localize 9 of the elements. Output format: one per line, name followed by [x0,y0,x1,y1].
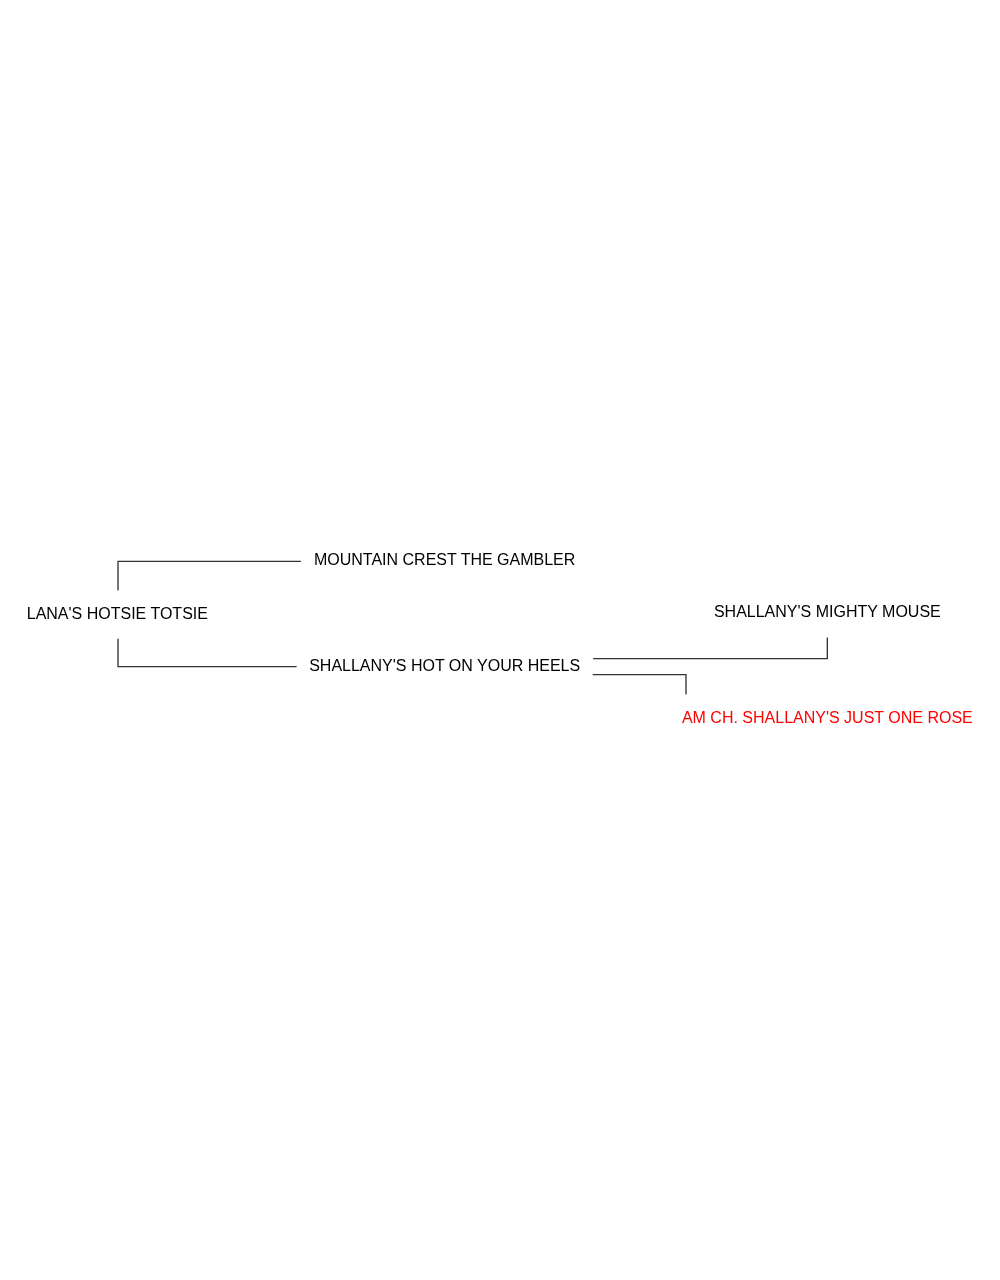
node-text: SHALLANY'S MIGHTY MOUSE [713,603,941,621]
node-text: MOUNTAIN CREST THE GAMBLER [313,551,576,569]
connector [592,636,828,660]
node-text: LANA'S HOTSIE TOTSIE [26,604,208,622]
node-text: AM CH. SHALLANY'S JUST ONE ROSE [681,708,973,726]
connector [117,638,298,668]
connector [592,674,687,696]
node-text: SHALLANY'S HOT ON YOUR HEELS [309,656,581,674]
connector [117,560,302,592]
